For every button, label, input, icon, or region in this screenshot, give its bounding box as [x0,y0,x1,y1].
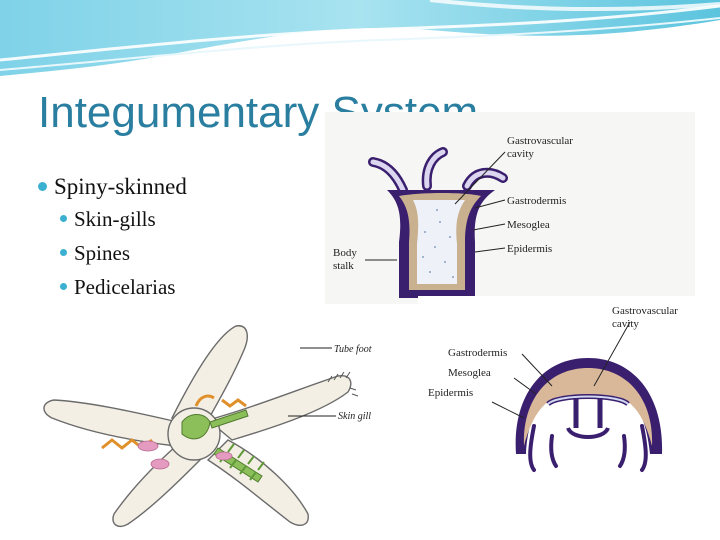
header-wave-decoration [0,0,720,76]
polyp-label-cavity: cavity [507,148,534,160]
medusa-label-epidermis: Epidermis [428,387,473,399]
bullet-list: Spiny-skinned Skin-gills Spines Pedicela… [38,172,187,304]
bullet-sub-item: Skin-gills [38,202,187,236]
polyp-label-stalk: stalk [333,260,354,272]
starfish-label-tube-foot: Tube foot [334,344,372,355]
medusa-diagram: Gastrovascular cavity Gastrodermis Mesog… [418,296,708,486]
bullet-sub-item: Pedicelarias [38,270,187,304]
medusa-label-gastrodermis: Gastrodermis [448,347,507,359]
polyp-label-gastrodermis: Gastrodermis [507,195,566,207]
polyp-diagram: Gastrovascular cavity Gastrodermis Mesog… [325,112,695,304]
bullet-main: Spiny-skinned [38,172,187,202]
medusa-label-cavity: cavity [612,318,639,330]
polyp-label-body: Body [333,247,357,259]
polyp-label-gastrovascular: Gastrovascular [507,135,573,147]
starfish-diagram: Tube foot Skin gill [32,318,392,536]
medusa-label-gastrovascular: Gastrovascular [612,305,678,317]
polyp-label-epidermis: Epidermis [507,243,552,255]
bullet-sub-item: Spines [38,236,187,270]
medusa-label-mesoglea: Mesoglea [448,367,491,379]
starfish-label-skin-gill: Skin gill [338,411,371,422]
polyp-label-mesoglea: Mesoglea [507,219,550,231]
